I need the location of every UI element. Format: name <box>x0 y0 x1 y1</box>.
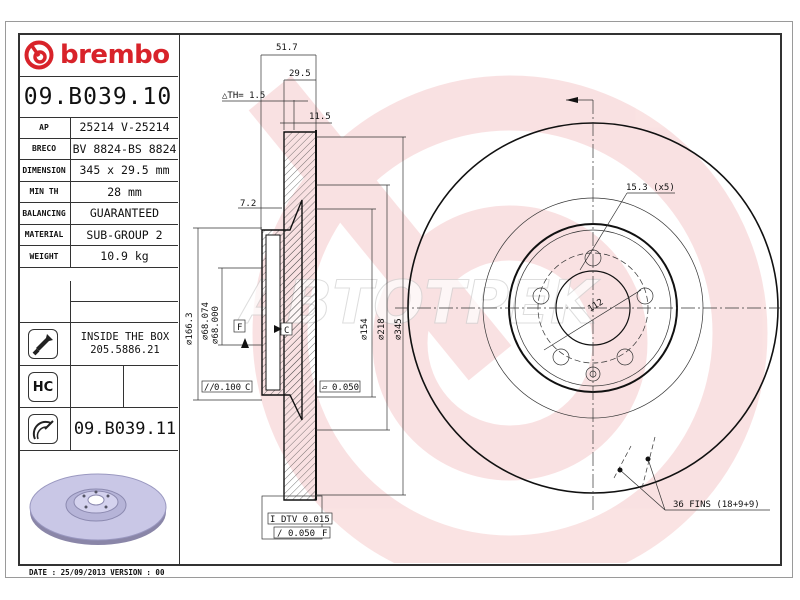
spec-value: 28 mm <box>70 181 178 203</box>
dim-fins: 36 FINS (18+9+9) <box>673 500 760 510</box>
date-version: DATE : 25/09/2013 VERSION : 00 <box>29 568 165 577</box>
spec-key: AP <box>18 117 71 139</box>
tol-runout-ref: F <box>322 529 327 539</box>
tol-parallel: 0.100 <box>214 383 241 393</box>
spec-key: WEIGHT <box>18 245 71 268</box>
spec-value: GUARANTEED <box>70 202 178 225</box>
drawing-frame <box>18 33 782 566</box>
spec-key: BRECO <box>18 138 71 160</box>
spec-value: 25214 V-25214 <box>70 117 178 139</box>
spec-key: DIMENSION <box>18 159 71 182</box>
inside-box-part: 205.5886.21 <box>90 343 160 356</box>
blank-rows <box>70 281 178 323</box>
spec-value: BV 8824-BS 8824 <box>70 138 178 160</box>
spec-key: BALANCING <box>18 202 71 225</box>
spec-value: 10.9 kg <box>70 245 178 268</box>
dim-d154: ⌀154 <box>360 318 370 340</box>
disc-caliper-icon <box>28 414 58 444</box>
dim-d68074: ⌀68.074 <box>201 302 211 340</box>
tol-flatness: 0.050 <box>332 383 359 393</box>
spec-value: SUB-GROUP 2 <box>70 224 178 246</box>
dim-d68000: ⌀68.000 <box>211 306 221 344</box>
tol-dtv: DTV 0.015 <box>281 515 330 525</box>
screw-icon <box>28 329 58 359</box>
part-number: 09.B039.10 <box>18 77 178 118</box>
dim-d218: ⌀218 <box>377 318 387 340</box>
disc-render-image <box>18 450 178 564</box>
inside-box-row: INSIDE THE BOX 205.5886.21 <box>18 322 178 366</box>
blank-cell <box>70 365 124 407</box>
dim-d166: ⌀166.3 <box>185 312 195 345</box>
dim-thickness: 29.5 <box>289 69 311 79</box>
alternative-row: 09.B039.11 <box>18 407 178 451</box>
brembo-logo-icon <box>24 40 54 69</box>
tol-parallel-ref: C <box>245 383 250 393</box>
technical-drawing: 51.7 29.5 △TH= 1.5 11.5 7.2 ⌀166.3 ⌀68.0… <box>185 43 780 540</box>
parallel-icon: // <box>204 383 215 393</box>
brand-logo: brembo <box>18 33 178 77</box>
spec-value: 345 x 29.5 mm <box>70 159 178 182</box>
tol-runout: 0.050 <box>288 529 315 539</box>
outer-frame <box>5 21 793 578</box>
datum-f: F <box>237 323 242 333</box>
dim-overall-width: 51.7 <box>276 43 298 53</box>
dim-hat-offset: 7.2 <box>240 199 256 209</box>
runout-icon: / <box>277 529 282 539</box>
dim-pcd: 112 <box>586 297 605 314</box>
dim-delta-th: △TH= 1.5 <box>222 91 265 101</box>
hc-icon: HC <box>28 372 58 402</box>
spec-key: MIN TH <box>18 181 71 203</box>
inside-box-label: INSIDE THE BOX <box>80 330 170 343</box>
thickness-variation-icon: I <box>270 515 275 525</box>
spec-key: MATERIAL <box>18 224 71 246</box>
datum-c: C <box>284 326 289 336</box>
alternative-part-number: 09.B039.11 <box>70 407 179 450</box>
hc-row: HC <box>18 365 178 408</box>
blank-cell <box>18 281 71 323</box>
brand-name: brembo <box>60 39 170 70</box>
dim-bolt-holes: 15.3 (x5) <box>626 183 675 193</box>
dim-inner: 11.5 <box>309 112 331 122</box>
flatness-icon: ▱ <box>322 383 328 393</box>
dim-d345: ⌀345 <box>394 318 404 340</box>
